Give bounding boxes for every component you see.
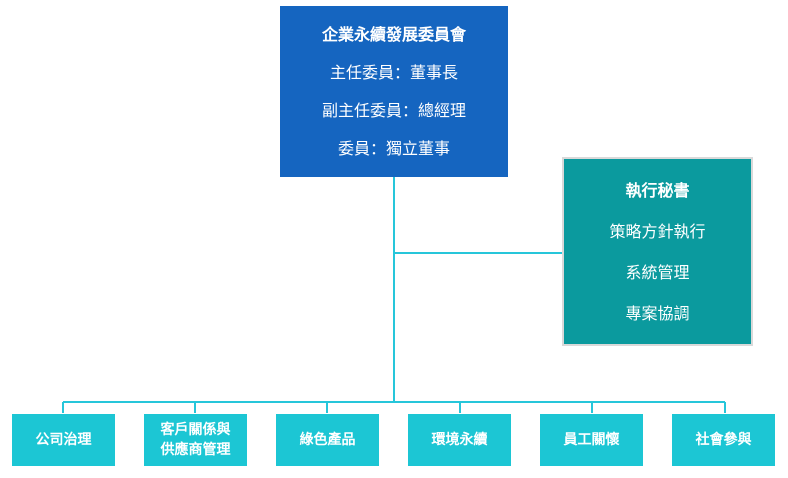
team-label: 員工關懷 bbox=[563, 432, 620, 448]
team-label: 公司治理 bbox=[35, 432, 92, 448]
team-node-green-products: 綠色產品 bbox=[275, 413, 380, 467]
committee-vice-chair: 副主任委員：總經理 bbox=[321, 100, 466, 120]
team-label: 客戶關係與 bbox=[160, 422, 231, 438]
committee-title: 企業永續發展委員會 bbox=[321, 24, 466, 44]
secretary-duty: 策略方針執行 bbox=[609, 221, 706, 241]
team-label: 綠色產品 bbox=[299, 432, 356, 448]
secretary-duty: 專案協調 bbox=[625, 303, 690, 323]
secretary-title: 執行秘書 bbox=[625, 180, 690, 200]
team-label: 社會參與 bbox=[695, 432, 752, 448]
team-label: 環境永續 bbox=[431, 432, 488, 448]
team-node-corporate-governance: 公司治理 bbox=[11, 413, 116, 467]
team-node-environment: 環境永續 bbox=[407, 413, 512, 467]
committee-node: 企業永續發展委員會 主任委員：董事長 副主任委員：總經理 委員：獨立董事 bbox=[280, 6, 508, 177]
team-node-employee-care: 員工關懷 bbox=[539, 413, 644, 467]
committee-chair: 主任委員：董事長 bbox=[329, 62, 458, 82]
team-node-social-participation: 社會參與 bbox=[671, 413, 776, 467]
secretary-node: 執行秘書 策略方針執行 系統管理 專案協調 bbox=[562, 157, 753, 346]
team-node-customer-supplier: 客戶關係與 供應商管理 bbox=[143, 413, 248, 467]
secretary-duty: 系統管理 bbox=[625, 262, 690, 282]
committee-members: 委員：獨立董事 bbox=[337, 138, 450, 158]
team-label: 供應商管理 bbox=[160, 442, 231, 458]
